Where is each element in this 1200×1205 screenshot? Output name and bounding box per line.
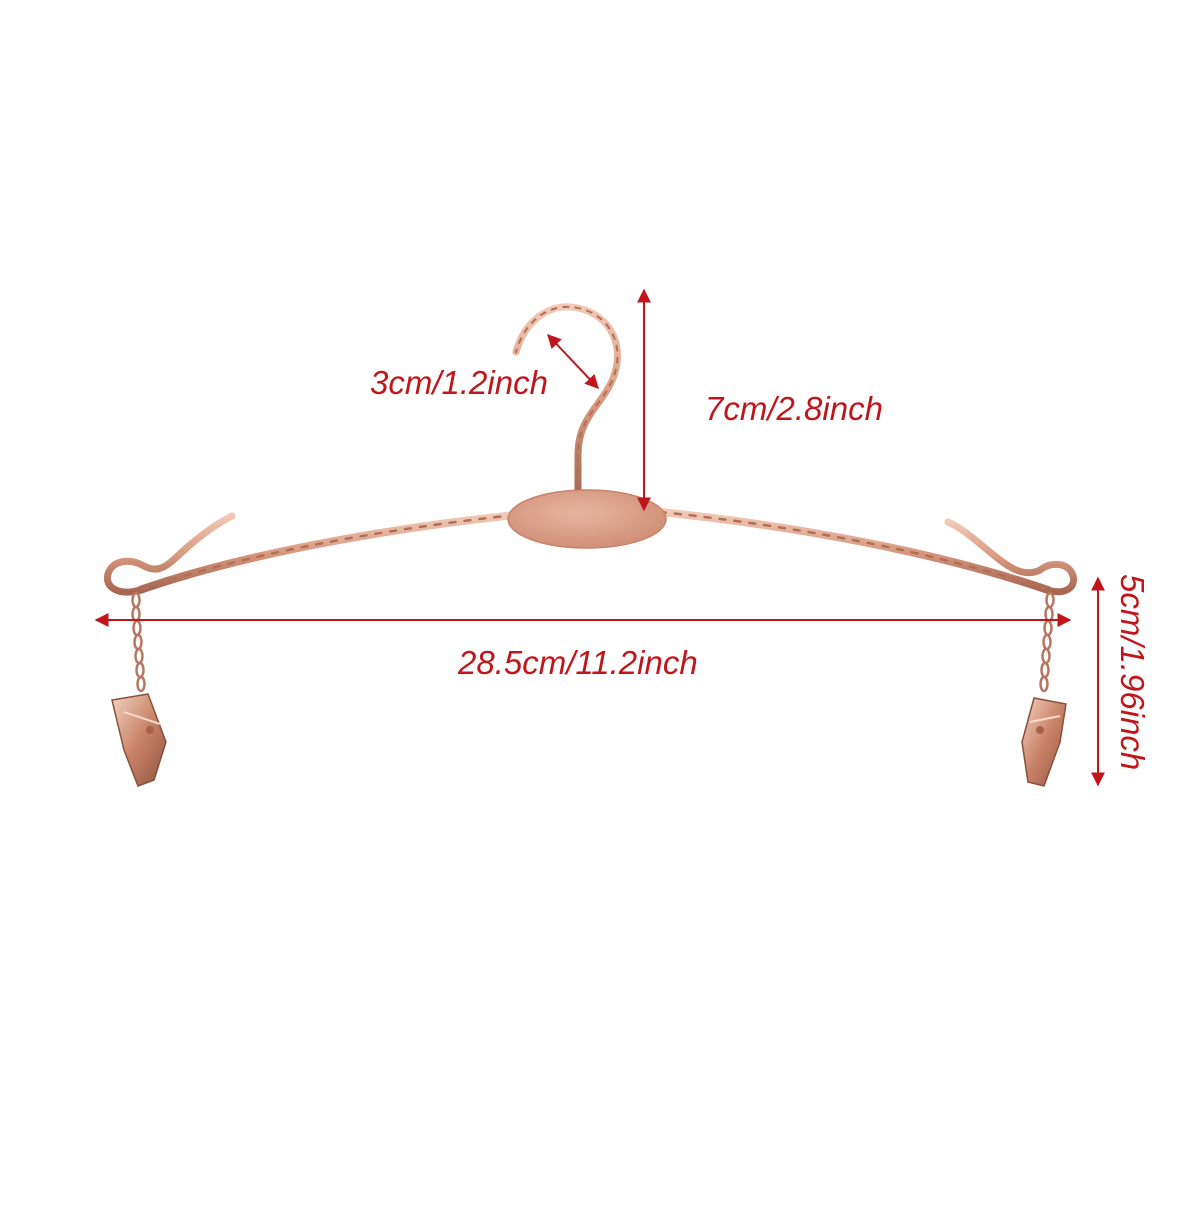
clip-dimension-label: 5cm/1.96inch bbox=[1114, 574, 1151, 771]
height-dimension-label: 7cm/2.8inch bbox=[705, 390, 883, 427]
hanger-hook bbox=[512, 303, 621, 501]
hook-dimension-label: 3cm/1.2inch bbox=[370, 364, 548, 401]
chain-left bbox=[131, 591, 146, 693]
hanger-center-badge bbox=[508, 490, 666, 548]
clip-right bbox=[1021, 697, 1067, 787]
clip-left bbox=[111, 693, 167, 787]
chain-right bbox=[1039, 591, 1055, 693]
dimension-lines bbox=[94, 288, 1105, 787]
hanger-arm-left bbox=[136, 511, 519, 594]
width-dimension-label: 28.5cm/11.2inch bbox=[458, 644, 698, 681]
hanger-end-right bbox=[944, 518, 1077, 596]
hanger bbox=[103, 303, 1077, 787]
hook-dimension-arrow bbox=[547, 333, 599, 390]
hanger-end-left bbox=[103, 512, 236, 596]
